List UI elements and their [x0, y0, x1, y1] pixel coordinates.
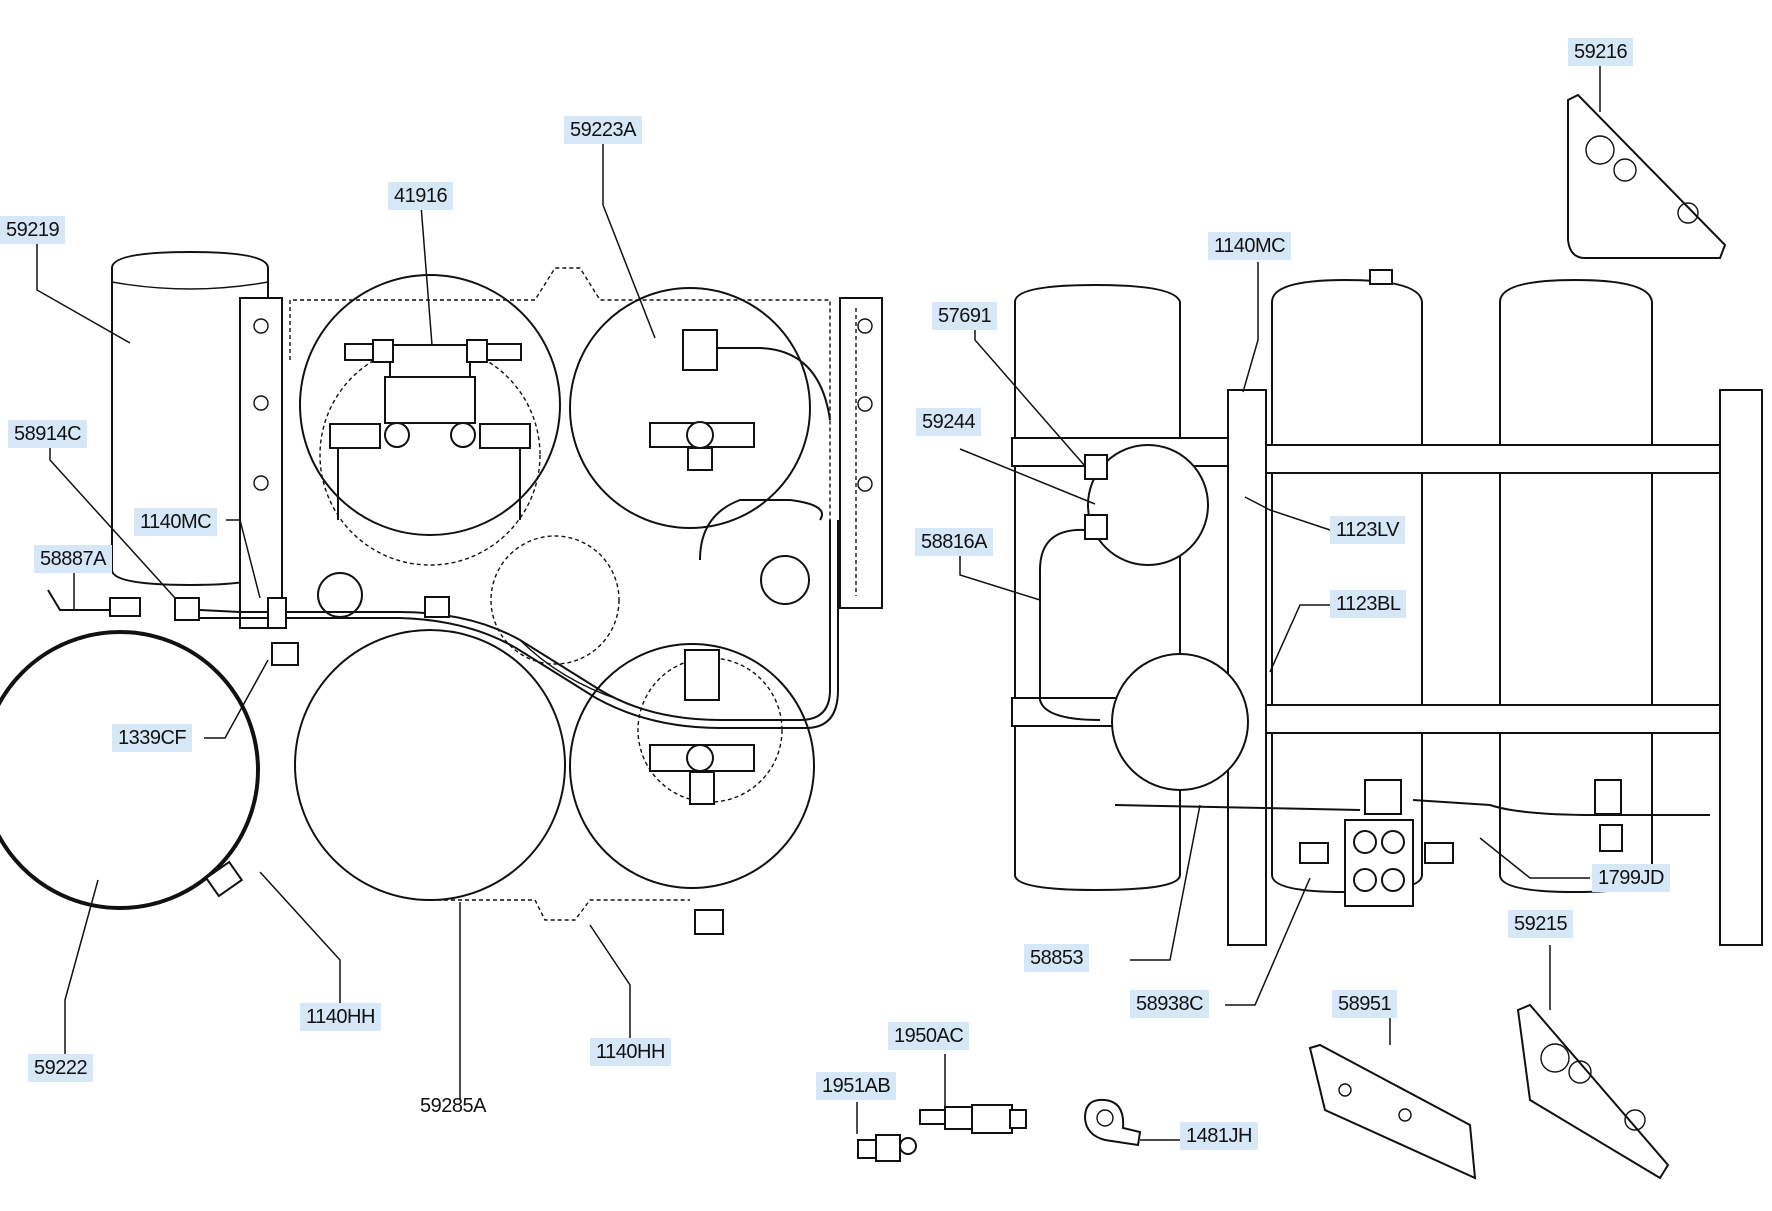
- part-label-58938C[interactable]: 58938C: [1130, 990, 1210, 1018]
- lower-strap: [430, 899, 690, 921]
- part-label-1140HH-left[interactable]: 1140HH: [300, 1003, 381, 1031]
- drain-fittings: [47, 589, 450, 666]
- part-label-1123LV[interactable]: 1123LV: [1330, 516, 1405, 544]
- fitting-1951AB: [857, 1134, 917, 1162]
- fitting-1950AC: [919, 1104, 1027, 1134]
- small-cylinder: [317, 572, 363, 618]
- part-label-1481JH[interactable]: 1481JH: [1180, 1122, 1258, 1150]
- part-label-59285A[interactable]: 59285A: [420, 1095, 486, 1117]
- relay-valve: [329, 339, 531, 520]
- part-label-1950AC[interactable]: 1950AC: [888, 1022, 970, 1050]
- right-mounting-bracket: [839, 297, 883, 609]
- small-cylinder-right: [760, 555, 810, 605]
- gusset-plate-top: [1567, 93, 1727, 259]
- mounting-bracket-58951: [1308, 1043, 1477, 1180]
- part-label-1799JD[interactable]: 1799JD: [1592, 864, 1670, 892]
- part-label-1140MC-right[interactable]: 1140MC: [1208, 232, 1292, 260]
- gusset-plate-bottom: [1516, 1003, 1670, 1180]
- tank-upper-right: [569, 287, 831, 529]
- left-mounting-bracket: [239, 297, 283, 629]
- long-tank-3: [1499, 278, 1653, 894]
- part-label-59222[interactable]: 59222: [28, 1054, 94, 1082]
- part-label-58887A[interactable]: 58887A: [34, 545, 112, 573]
- clamp-1481JH: [1083, 1098, 1142, 1147]
- tank-lower-right: [569, 643, 815, 935]
- part-label-58816A[interactable]: 58816A: [915, 528, 993, 556]
- part-label-41916[interactable]: 41916: [388, 182, 454, 210]
- spring-brake-pods: [1039, 444, 1249, 791]
- part-label-1123BL[interactable]: 1123BL: [1330, 590, 1407, 618]
- part-label-58853[interactable]: 58853: [1024, 944, 1090, 972]
- tank-middle: [490, 535, 620, 665]
- part-label-1140HH-center[interactable]: 1140HH: [590, 1038, 671, 1066]
- part-label-58951[interactable]: 58951: [1332, 990, 1398, 1018]
- part-label-59223A[interactable]: 59223A: [564, 116, 642, 144]
- part-label-59216[interactable]: 59216: [1568, 38, 1634, 66]
- part-label-1140MC-left[interactable]: 1140MC: [134, 508, 218, 536]
- part-label-58914C[interactable]: 58914C: [8, 420, 88, 448]
- part-label-1339CF[interactable]: 1339CF: [112, 724, 193, 752]
- long-tank-2: [1271, 269, 1423, 894]
- tank-upper-left: [299, 274, 561, 566]
- part-label-59219[interactable]: 59219: [0, 216, 66, 244]
- tank-end-view: [0, 630, 260, 910]
- tank-lower-left: [294, 629, 566, 901]
- air-lines: [199, 499, 839, 729]
- long-tank-1: [1014, 283, 1181, 892]
- part-label-59215[interactable]: 59215: [1508, 910, 1574, 938]
- valve-cluster: [1114, 779, 1710, 907]
- vertical-bracket: [1227, 389, 1763, 946]
- part-label-59244[interactable]: 59244: [916, 408, 982, 436]
- part-label-1951AB[interactable]: 1951AB: [816, 1072, 897, 1100]
- tank-frame: [289, 267, 831, 610]
- part-label-57691[interactable]: 57691: [932, 302, 998, 330]
